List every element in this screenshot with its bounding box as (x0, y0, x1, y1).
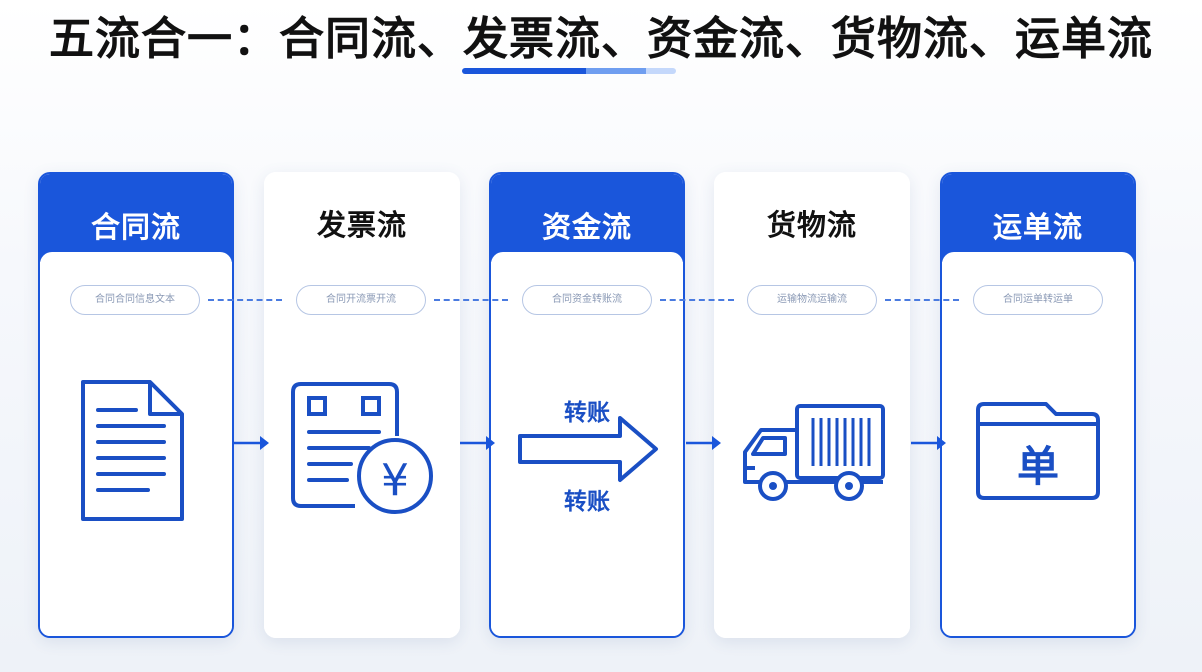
dashed-connector (208, 299, 282, 301)
flow-arrow-icon (460, 436, 495, 450)
card-funds-flow: 资金流 (489, 172, 685, 638)
card-title: 合同流 (40, 174, 232, 262)
flow-arrow-icon (911, 436, 946, 450)
dashed-connector (885, 299, 959, 301)
dashed-connector (660, 299, 734, 301)
transfer-arrow-icon (518, 416, 658, 482)
truck-icon (743, 404, 885, 501)
page-title: 五流合一：合同流、发票流、资金流、货物流、运单流 (48, 12, 1153, 65)
card-tag-contract: 合同合同信息文本 (70, 285, 200, 315)
transfer-bottom-label: 转账 (564, 489, 610, 515)
document-icon (81, 380, 184, 521)
card-contract-flow: 合同流 (38, 172, 234, 638)
waybill-glyph: 单 (1016, 442, 1059, 491)
card-tag-waybill: 合同运单转运单 (973, 285, 1103, 315)
card-body (264, 252, 460, 638)
card-tag-invoice: 合同开流票开流 (296, 285, 426, 315)
card-tag-funds: 合同资金转账流 (522, 285, 652, 315)
waybill-folder-icon (976, 402, 1100, 500)
title-underline (462, 68, 676, 74)
flow-arrow-icon (686, 436, 721, 450)
card-title: 发票流 (264, 172, 460, 260)
card-tag-goods: 运输物流运输流 (747, 285, 877, 315)
invoice-yen-icon (291, 382, 433, 514)
card-title: 货物流 (714, 172, 910, 260)
card-title: 资金流 (491, 174, 683, 262)
card-title: 运单流 (942, 174, 1134, 262)
dashed-connector (434, 299, 508, 301)
yen-glyph: ¥ (381, 455, 409, 506)
transfer-top-label: 转账 (564, 400, 610, 426)
flow-arrow-icon (234, 436, 269, 450)
